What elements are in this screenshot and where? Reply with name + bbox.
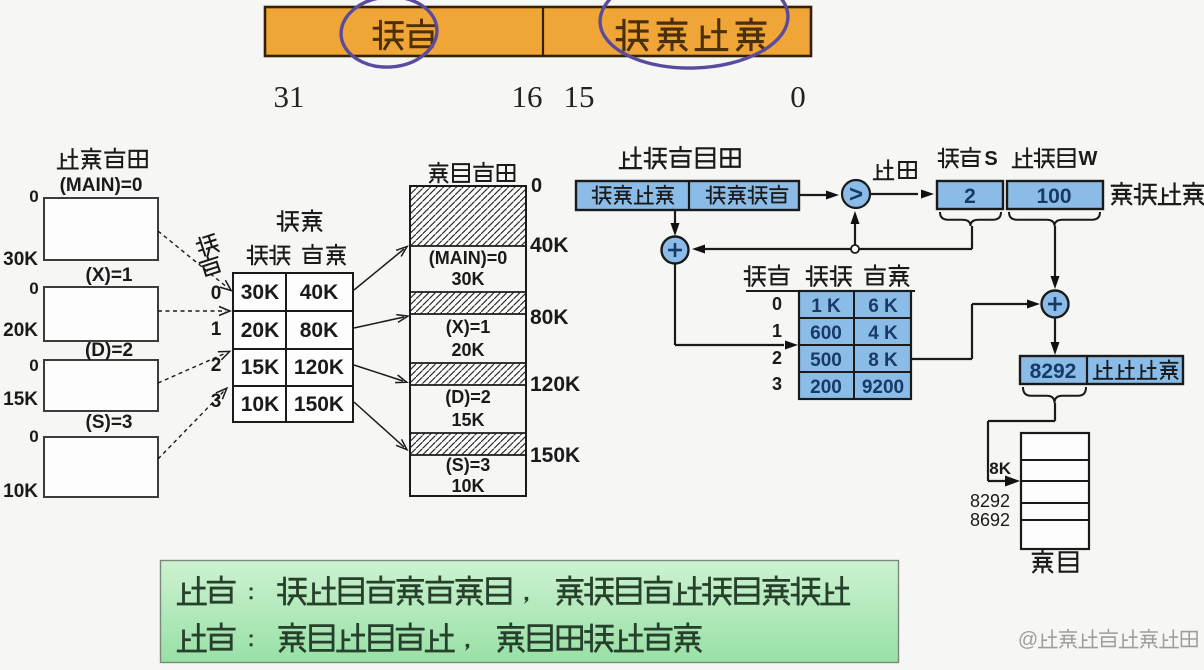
svg-text:600: 600 <box>810 323 842 344</box>
svg-text:1: 1 <box>211 319 222 340</box>
svg-text:10K: 10K <box>3 481 38 502</box>
svg-text:120K: 120K <box>530 373 580 396</box>
svg-text:0: 0 <box>29 279 38 298</box>
svg-text:3: 3 <box>772 374 782 394</box>
svg-text:200: 200 <box>810 377 842 398</box>
svg-text:(X)=1: (X)=1 <box>86 265 133 286</box>
svg-text:(D)=2: (D)=2 <box>85 340 133 361</box>
svg-text:20K: 20K <box>451 340 484 360</box>
svg-text:W: W <box>1079 148 1098 170</box>
svg-text:S: S <box>984 148 997 170</box>
svg-text:80K: 80K <box>530 306 569 329</box>
svg-text:100: 100 <box>1036 185 1071 208</box>
svg-text:40K: 40K <box>300 281 339 304</box>
svg-text:30K: 30K <box>3 249 38 270</box>
svg-text:1: 1 <box>772 321 782 341</box>
svg-text:150K: 150K <box>530 444 580 467</box>
svg-text:(S)=3: (S)=3 <box>86 412 133 433</box>
svg-text:15K: 15K <box>241 356 280 379</box>
svg-text:(D)=2: (D)=2 <box>445 387 491 407</box>
svg-text:0: 0 <box>29 427 38 446</box>
svg-text:(X)=1: (X)=1 <box>446 317 491 337</box>
svg-text:0: 0 <box>29 356 38 375</box>
svg-text:0: 0 <box>211 283 222 304</box>
svg-text:1 K: 1 K <box>811 296 841 317</box>
svg-text:8292: 8292 <box>970 491 1010 511</box>
svg-text:>: > <box>849 181 863 208</box>
svg-text:8 K: 8 K <box>868 350 898 371</box>
svg-text:31: 31 <box>274 79 305 114</box>
svg-text:9200: 9200 <box>862 377 904 398</box>
svg-text:15: 15 <box>564 79 595 114</box>
svg-text:20K: 20K <box>3 320 38 341</box>
svg-text:40K: 40K <box>530 234 569 257</box>
svg-text:3: 3 <box>211 391 222 412</box>
svg-text:8K: 8K <box>989 459 1011 478</box>
svg-text:@: @ <box>1018 629 1038 651</box>
svg-text:6 K: 6 K <box>868 296 898 317</box>
svg-text:(S)=3: (S)=3 <box>446 455 491 475</box>
svg-text:10K: 10K <box>451 476 484 496</box>
svg-text:15K: 15K <box>3 389 38 410</box>
svg-text:0: 0 <box>531 175 542 197</box>
svg-text:0: 0 <box>29 187 38 206</box>
svg-text:30K: 30K <box>241 281 280 304</box>
svg-text:2: 2 <box>772 348 782 368</box>
svg-text:500: 500 <box>810 350 842 371</box>
svg-text:0: 0 <box>790 79 806 114</box>
svg-text:20K: 20K <box>241 319 280 342</box>
svg-text:30K: 30K <box>451 269 484 289</box>
svg-text:2: 2 <box>964 185 976 208</box>
svg-text:15K: 15K <box>451 410 484 430</box>
svg-text:80K: 80K <box>300 319 339 342</box>
svg-text:4 K: 4 K <box>868 323 898 344</box>
svg-text:16: 16 <box>512 79 543 114</box>
svg-text:8692: 8692 <box>970 510 1010 530</box>
svg-text:120K: 120K <box>294 356 344 379</box>
svg-text:0: 0 <box>772 294 782 314</box>
svg-text:8292: 8292 <box>1030 360 1077 383</box>
svg-text:10K: 10K <box>241 393 280 416</box>
svg-text:(MAIN)=0: (MAIN)=0 <box>429 248 508 268</box>
svg-text:2: 2 <box>211 355 222 376</box>
svg-text:(MAIN)=0: (MAIN)=0 <box>60 175 143 196</box>
svg-text:150K: 150K <box>294 393 344 416</box>
